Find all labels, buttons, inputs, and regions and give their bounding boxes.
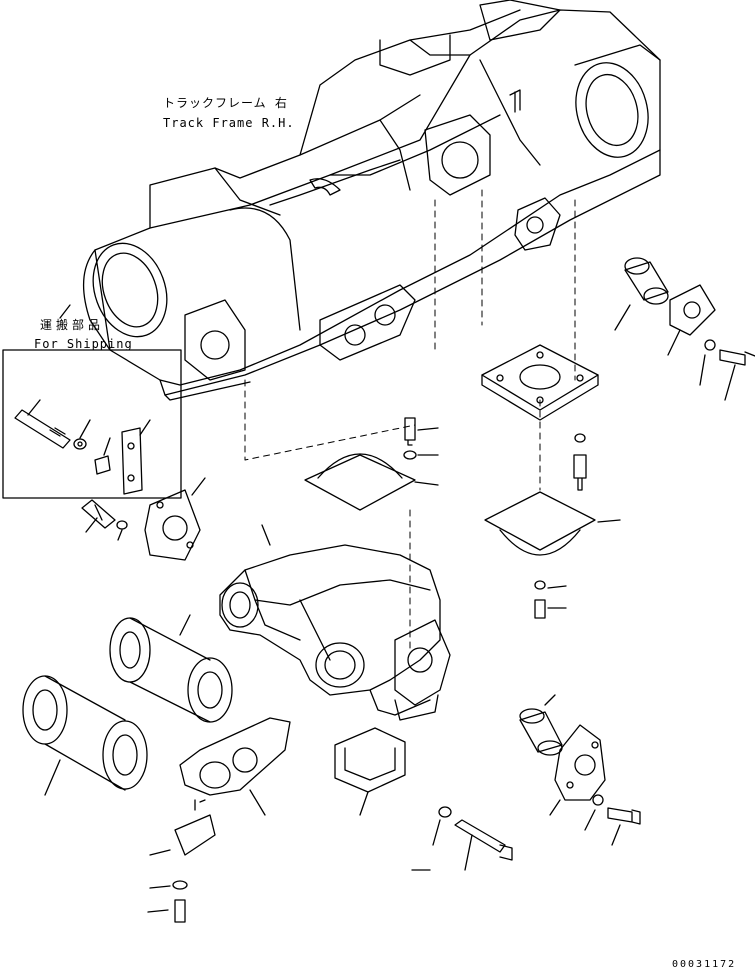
assembly-lines [245,190,575,650]
center-lower-parts [335,728,512,870]
right-upper-parts [482,258,755,618]
shipping-parts-box [3,305,181,498]
track-frame-rh [81,0,660,400]
bogie-assembly [220,525,450,720]
track-frame-english-label: Track Frame R.H. [163,116,295,130]
shipping-english-label: For Shipping [34,337,133,351]
shipping-japanese-label: 運搬部品 [40,318,105,332]
drawing-code: 00031172 [672,959,737,970]
center-upper-parts [305,418,438,510]
left-front-parts [82,478,205,560]
track-frame-japanese-label: トラックフレーム 右 [163,96,288,110]
right-lower-parts [520,695,640,845]
rollers-and-links [23,615,290,922]
